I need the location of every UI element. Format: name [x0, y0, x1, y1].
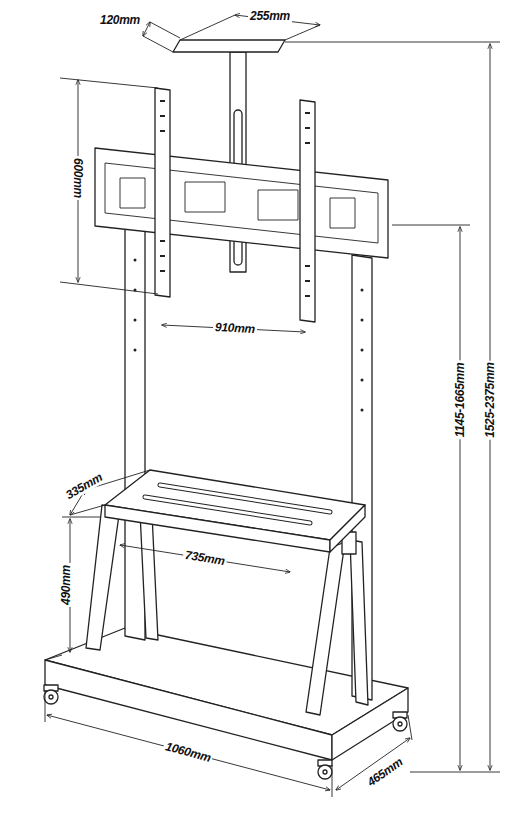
dimension-label: 600mm [71, 156, 85, 200]
dimension-label: 735mm [182, 548, 228, 569]
vesa-arms [155, 88, 315, 322]
dimension-label: 490mm [59, 563, 73, 607]
dimension-lines [45, 15, 500, 797]
dimension-label: 120mm [98, 13, 142, 27]
dimension-label: 910mm [213, 320, 258, 336]
caster-wheels [44, 685, 407, 779]
dimension-label: 1525-2375mm [483, 360, 497, 439]
shelf [105, 470, 365, 552]
mount-plate [95, 148, 388, 258]
dimension-label: 465mm [363, 754, 407, 791]
dimension-label: 1060mm [162, 739, 214, 766]
dimension-label: 335mm [62, 469, 107, 503]
dimension-label: 255mm [248, 9, 292, 23]
dimension-label: 1145-1665mm [453, 361, 467, 440]
